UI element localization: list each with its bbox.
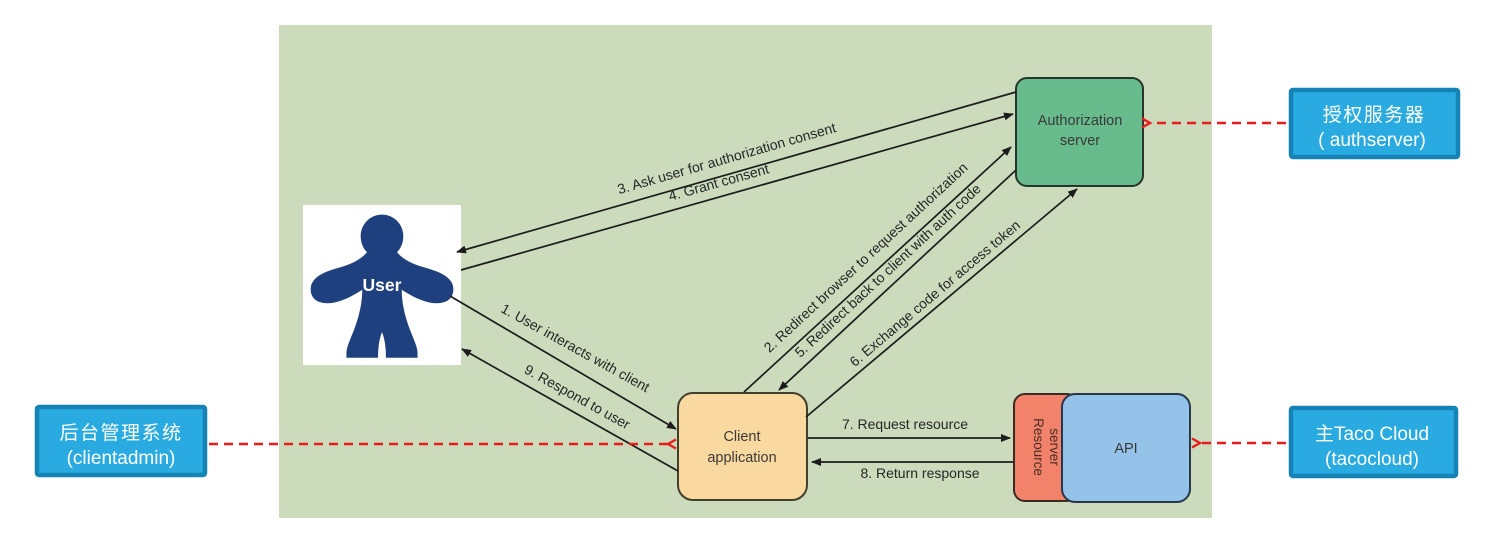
- client-application-box: Client application: [677, 392, 808, 501]
- auth-server-rect: [1015, 77, 1144, 187]
- client-application-label-line2: application: [707, 450, 776, 466]
- callout-authserver-rect: [1288, 87, 1461, 160]
- flow-label-7: 7. Request resource: [842, 416, 968, 432]
- flow-label-8: 8. Return response: [860, 465, 979, 481]
- callout-authserver: 授权服务器 ( authserver): [1288, 87, 1461, 160]
- client-application-label-line1: Client: [723, 429, 760, 445]
- client-application-rect: [677, 392, 808, 501]
- flow-line-6: [805, 188, 1078, 418]
- callout-authserver-line2: ( authserver): [1318, 130, 1426, 151]
- api-label: API: [1114, 441, 1137, 457]
- callout-tacocloud-rect: [1288, 405, 1459, 479]
- flow-line-2: [743, 146, 1012, 393]
- auth-server-label-line1: Authorization: [1038, 113, 1123, 129]
- flow-line-4: [460, 112, 1014, 271]
- api-rect: [1061, 393, 1191, 503]
- callout-clientadmin: 后台管理系统 (clientadmin): [34, 404, 208, 478]
- auth-server-box: Authorization server: [1015, 77, 1144, 187]
- flow-line-3: [456, 91, 1017, 254]
- callout-clientadmin-rect: [34, 404, 208, 478]
- annotation-arrows: [209, 117, 1286, 450]
- callout-tacocloud-line2: (tacocloud): [1325, 449, 1419, 470]
- callout-tacocloud-line1: 主Taco Cloud: [1315, 423, 1429, 445]
- user-label: User: [363, 275, 402, 295]
- callout-clientadmin-line1: 后台管理系统: [59, 422, 182, 444]
- api-box: API: [1061, 393, 1191, 503]
- flow-line-9: [461, 348, 679, 472]
- user-node: User: [303, 205, 461, 365]
- flow-arrows: [449, 91, 1078, 472]
- flow-line-5: [778, 169, 1017, 391]
- flow-line-1: [449, 295, 677, 430]
- resource-server-label-line2: server: [1047, 428, 1062, 466]
- user-meeple-icon: [310, 214, 454, 358]
- callout-authserver-line1: 授权服务器: [1323, 104, 1426, 126]
- auth-server-label-line2: server: [1060, 133, 1100, 149]
- resource-server-label-line1: Resource: [1031, 418, 1046, 476]
- callout-tacocloud: 主Taco Cloud (tacocloud): [1288, 405, 1459, 479]
- callout-clientadmin-line2: (clientadmin): [67, 448, 176, 469]
